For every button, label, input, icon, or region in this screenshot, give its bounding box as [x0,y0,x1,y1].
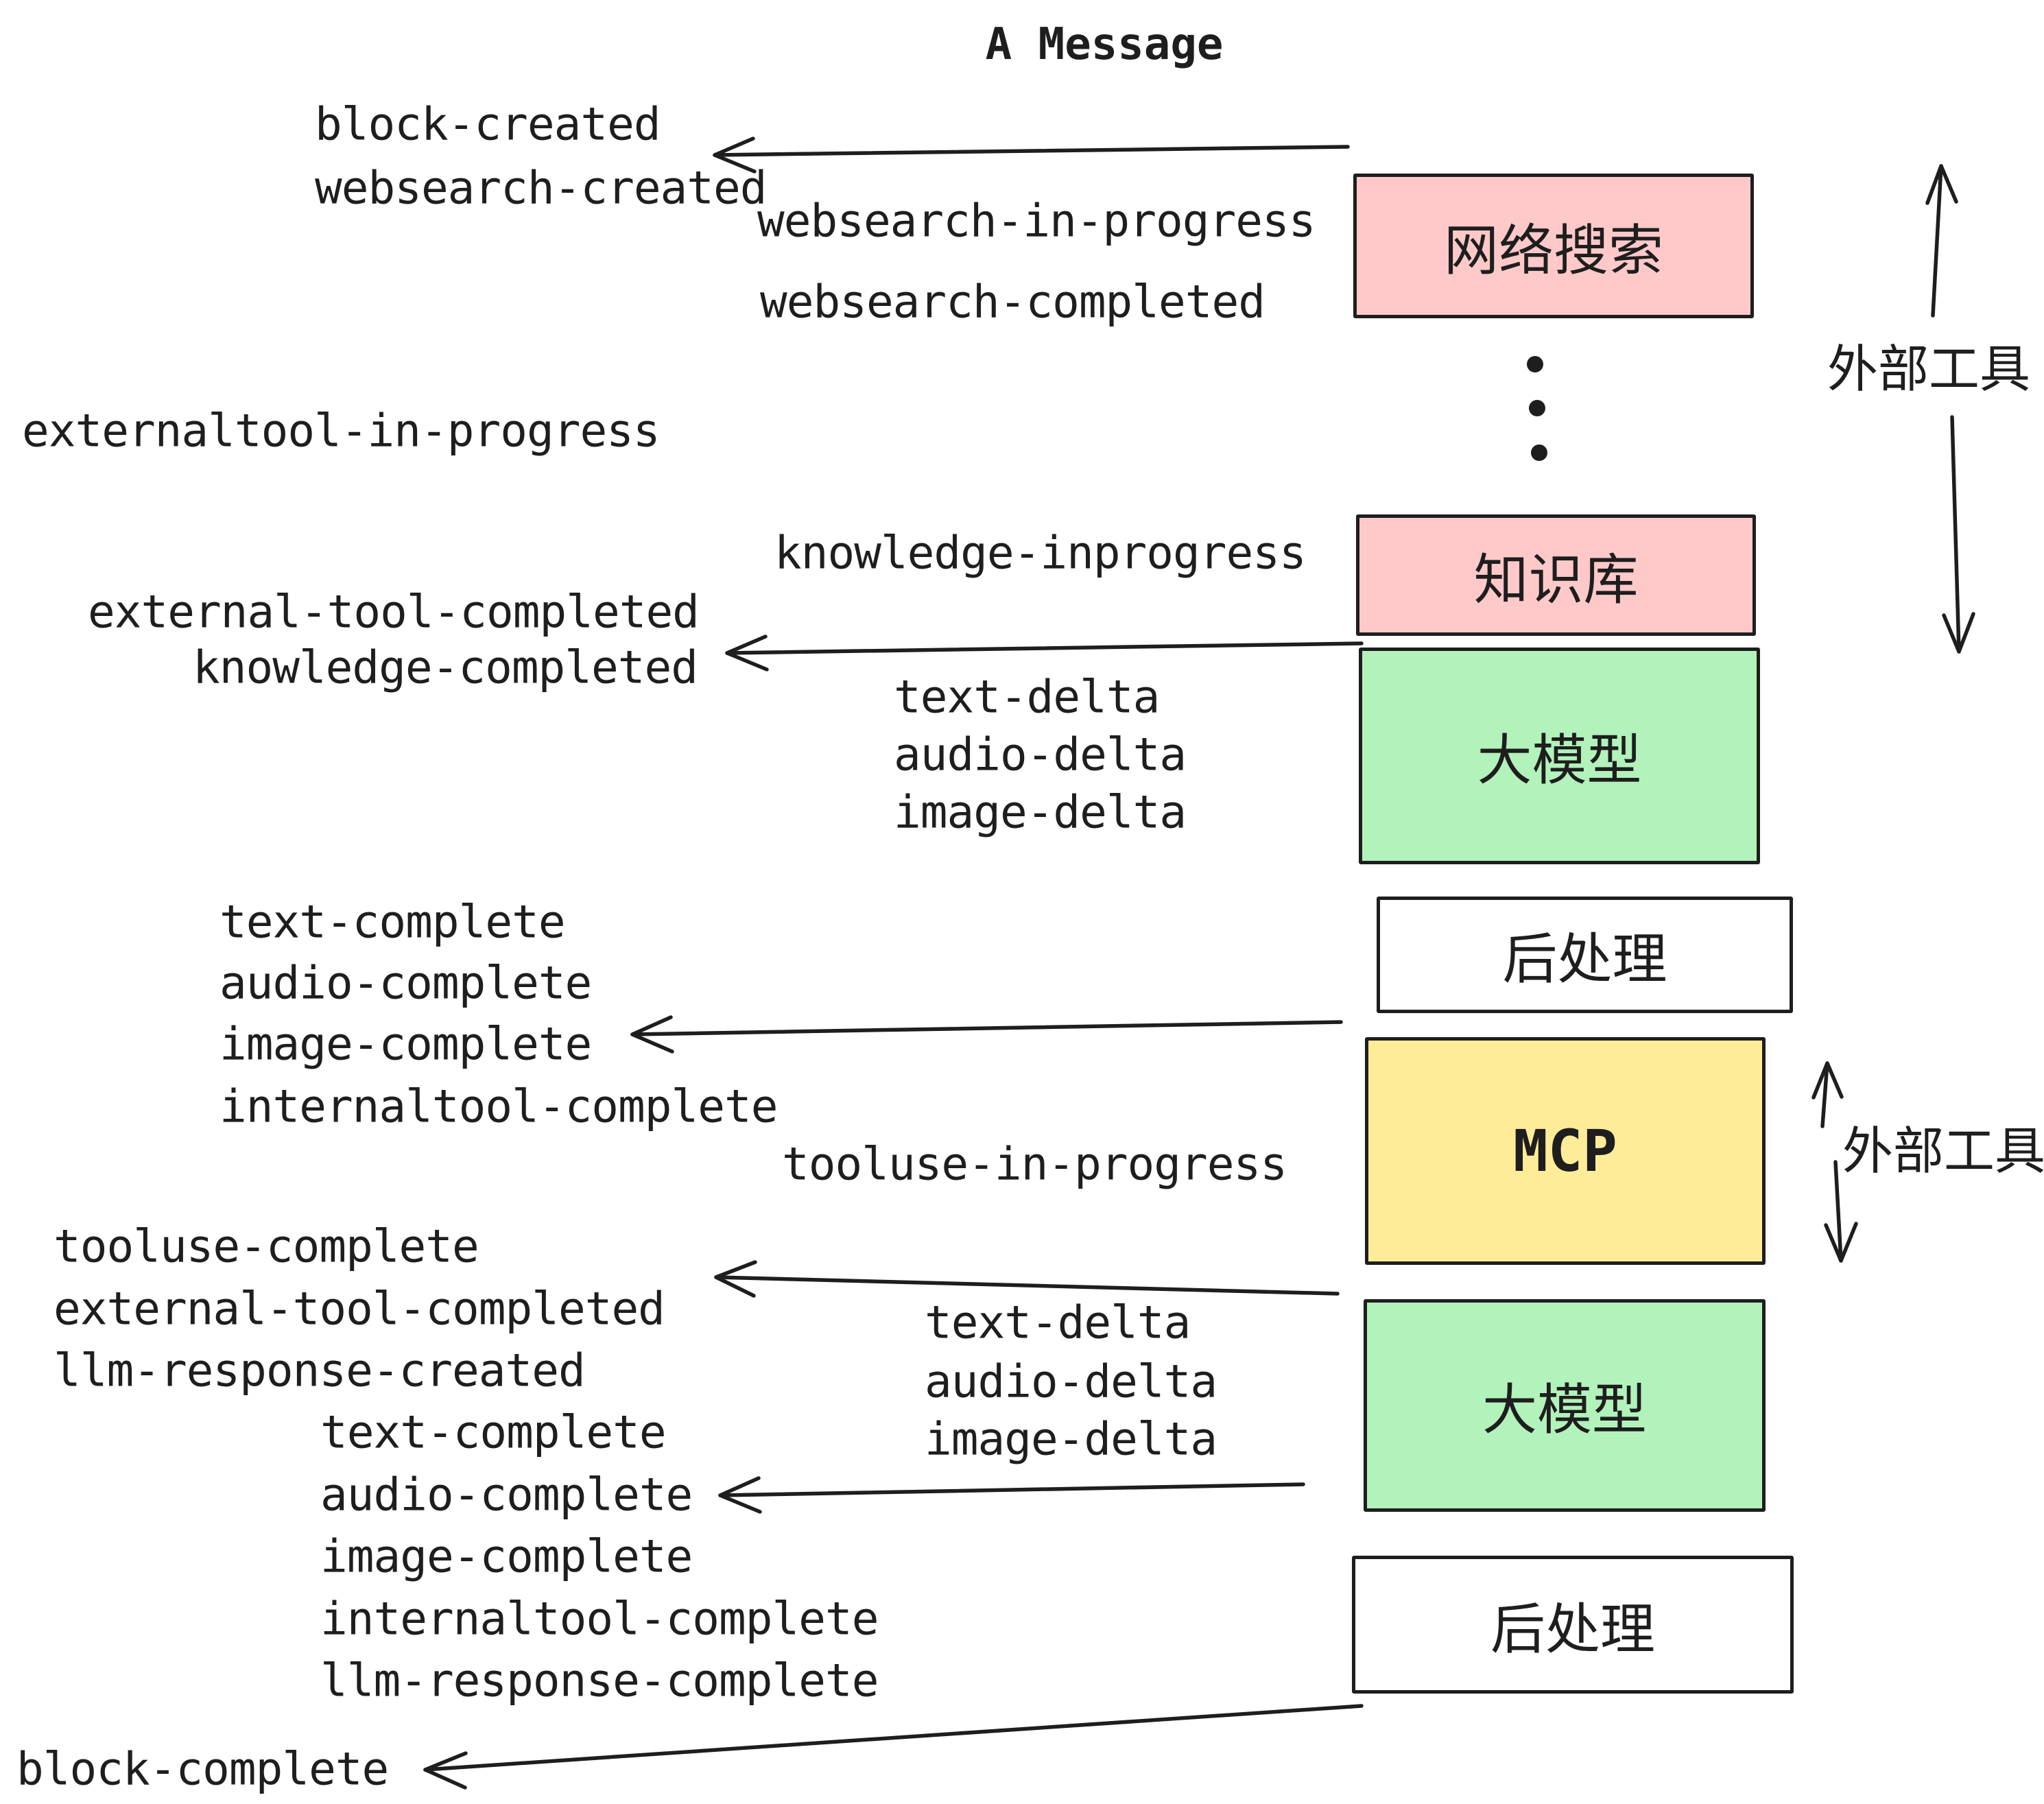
arrow-external-tools-down-1 [1942,415,1975,654]
event-label-image-complete-2: image-complete [320,1530,693,1583]
event-label-external-tool-completed-2: external-tool-completed [54,1282,665,1336]
arrow-image-complete [630,1015,1343,1054]
side-label-external-tools-2: 外部工具 [1842,1122,2044,1180]
box-knowledge-base-label: 知识库 [1473,549,1639,610]
event-label-audio-delta-1: audio-delta [894,728,1187,781]
box-web-search: 网络搜索 [1353,174,1754,318]
event-label-image-delta-2: image-delta [925,1412,1217,1466]
event-label-websearch-completed: websearch-completed [760,275,1265,329]
ellipsis-dot-3 [1531,444,1547,461]
box-post-process-2: 后处理 [1352,1556,1794,1694]
event-label-audio-complete-1: audio-complete [219,956,592,1010]
box-mcp: MCP [1365,1037,1766,1265]
arrow-audio-complete [718,1476,1305,1514]
event-label-externaltool-in-progress: externaltool-in-progress [22,404,661,458]
event-label-external-tool-completed: external-tool-completed [88,585,700,639]
ellipsis-dot-2 [1529,400,1545,416]
box-llm-2: 大模型 [1364,1299,1766,1512]
side-label-external-tools-1: 外部工具 [1827,340,2030,398]
box-llm-2-label: 大模型 [1482,1379,1647,1440]
arrow-external-tools-up-2 [1811,1061,1844,1128]
ellipsis-dot-1 [1527,356,1543,372]
event-label-image-delta-1: image-delta [894,785,1187,839]
arrow-block-created [713,137,1350,174]
box-web-search-label: 网络搜索 [1444,219,1663,281]
event-label-image-complete-1: image-complete [219,1017,592,1071]
event-label-internaltool-complete-1: internaltool-complete [219,1080,778,1133]
event-label-websearch-in-progress: websearch-in-progress [757,194,1316,248]
arrow-block-complete [423,1704,1364,1790]
event-label-text-delta-1: text-delta [894,670,1160,724]
event-label-block-complete: block-complete [16,1742,389,1796]
box-mcp-label: MCP [1513,1117,1617,1185]
event-label-internaltool-complete-2: internaltool-complete [320,1592,879,1646]
event-label-llm-response-complete: llm-response-complete [320,1654,879,1707]
event-label-audio-complete-2: audio-complete [320,1468,693,1521]
arrow-knowledge-completed [725,634,1364,672]
event-label-text-complete-1: text-complete [219,895,566,949]
arrow-external-tools-up-1 [1925,164,1958,318]
arrow-external-tool-completed [714,1260,1340,1298]
box-llm-1: 大模型 [1359,648,1760,864]
box-post-process-1: 后处理 [1377,897,1793,1013]
event-label-llm-response-created: llm-response-created [54,1344,586,1397]
box-llm-1-label: 大模型 [1477,730,1642,791]
event-label-knowledge-completed: knowledge-completed [193,641,698,694]
event-label-websearch-created: websearch-created [315,161,768,215]
event-label-block-created: block-created [315,97,661,151]
event-label-tooluse-complete: tooluse-complete [54,1220,479,1273]
event-label-knowledge-inprogress: knowledge-inprogress [774,526,1307,580]
event-label-tooluse-in-progress: tooluse-in-progress [782,1137,1287,1191]
diagram-title: A Message [985,19,1224,70]
box-post-process-1-label: 后处理 [1502,929,1667,990]
event-label-text-complete-2: text-complete [320,1405,667,1459]
event-label-text-delta-2: text-delta [925,1296,1191,1349]
box-knowledge-base: 知识库 [1356,514,1756,636]
event-label-audio-delta-2: audio-delta [925,1355,1217,1408]
box-post-process-2-label: 后处理 [1490,1598,1655,1660]
